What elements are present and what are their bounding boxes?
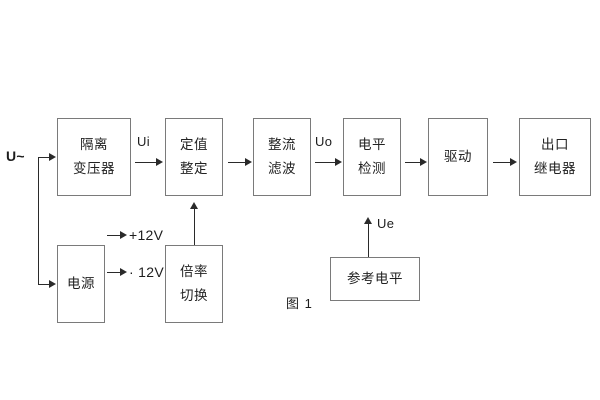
connector-rail-positive bbox=[107, 235, 121, 236]
block-reference-level: 参考电平 bbox=[330, 257, 420, 301]
block-reference-level-line-1: 参考电平 bbox=[347, 271, 403, 287]
block-setpoint-setting-line-1: 定值 bbox=[180, 137, 208, 153]
block-rectifier-filter-line-2: 滤波 bbox=[268, 161, 296, 176]
arrowhead-rail-negative bbox=[120, 267, 127, 276]
signal-label-uo: Uo bbox=[315, 134, 333, 149]
connector-input-to-isolation-transformer bbox=[38, 157, 50, 158]
block-multiplier-switch: 倍率 切换 bbox=[165, 245, 223, 323]
input-label-u-ac: U~ bbox=[6, 148, 25, 164]
arrowhead-level-detection-to-drive bbox=[420, 157, 427, 166]
block-rectifier-filter: 整流 滤波 bbox=[253, 118, 311, 196]
arrowhead-multiplier-to-setpoint bbox=[189, 202, 198, 209]
block-power-supply: 电源 bbox=[57, 245, 105, 323]
arrowhead-isolation-to-setpoint bbox=[156, 157, 163, 166]
block-output-relay-line-2: 继电器 bbox=[534, 161, 576, 176]
block-drive: 驱动 bbox=[428, 118, 488, 196]
block-isolation-transformer-line-1: 隔离 bbox=[80, 137, 108, 153]
arrowhead-setpoint-to-rectifier bbox=[245, 157, 252, 166]
connector-input-branch-trunk bbox=[38, 157, 39, 284]
arrowhead-drive-to-output-relay bbox=[510, 157, 517, 166]
arrowhead-input-to-power-supply bbox=[49, 279, 56, 288]
block-output-relay-line-1: 出口 bbox=[541, 137, 569, 153]
connector-drive-to-output-relay bbox=[493, 162, 511, 163]
connector-isolation-to-setpoint bbox=[135, 162, 157, 163]
arrowhead-rail-positive bbox=[120, 230, 127, 239]
block-drive-line-1: 驱动 bbox=[444, 149, 472, 165]
block-setpoint-setting-line-2: 整定 bbox=[180, 161, 208, 176]
connector-rail-negative bbox=[107, 272, 121, 273]
arrowhead-rectifier-to-level-detection bbox=[335, 157, 342, 166]
arrowhead-input-to-isolation-transformer bbox=[49, 152, 56, 161]
block-power-supply-line-1: 电源 bbox=[67, 276, 95, 292]
arrowhead-reference-level-to-level-detection bbox=[363, 217, 372, 224]
block-isolation-transformer: 隔离 变压器 bbox=[57, 118, 131, 196]
figure-caption: 图 1 bbox=[286, 296, 313, 311]
connector-level-detection-to-drive bbox=[405, 162, 421, 163]
rail-label-negative-12v: · 12V bbox=[129, 264, 164, 280]
block-level-detection-line-2: 检测 bbox=[358, 161, 386, 176]
connector-multiplier-to-setpoint bbox=[194, 209, 195, 245]
signal-label-ue: Ue bbox=[377, 216, 395, 231]
connector-rectifier-to-level-detection bbox=[315, 162, 336, 163]
block-output-relay: 出口 继电器 bbox=[519, 118, 591, 196]
block-level-detection-line-1: 电平 bbox=[358, 137, 386, 153]
connector-reference-level-to-level-detection bbox=[368, 224, 369, 257]
block-multiplier-switch-line-1: 倍率 bbox=[180, 264, 208, 280]
rail-label-positive-12v: +12V bbox=[129, 227, 164, 243]
block-multiplier-switch-line-2: 切换 bbox=[180, 288, 208, 303]
block-level-detection: 电平 检测 bbox=[343, 118, 401, 196]
connector-input-to-power-supply bbox=[38, 284, 50, 285]
block-isolation-transformer-line-2: 变压器 bbox=[73, 161, 115, 176]
connector-setpoint-to-rectifier bbox=[228, 162, 246, 163]
signal-label-ui: Ui bbox=[137, 134, 150, 149]
block-setpoint-setting: 定值 整定 bbox=[165, 118, 223, 196]
block-rectifier-filter-line-1: 整流 bbox=[268, 137, 296, 153]
